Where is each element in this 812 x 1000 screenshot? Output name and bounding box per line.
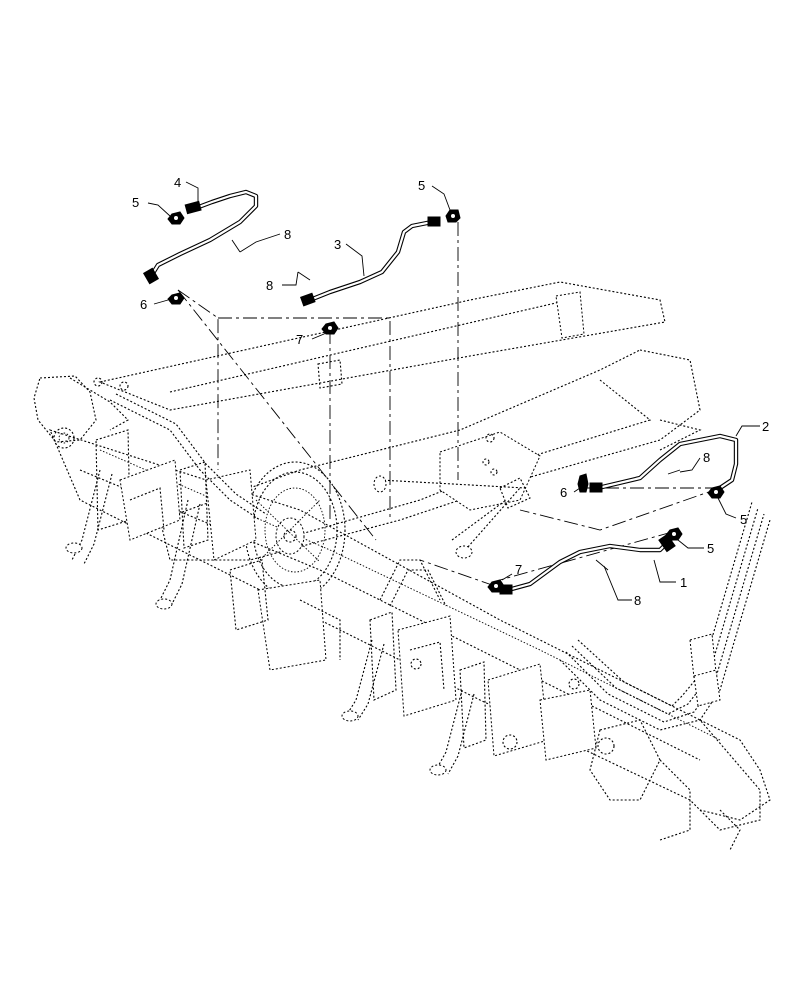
callout-5-right-upper: 5 xyxy=(740,512,747,527)
hose-4 xyxy=(142,189,259,285)
fitting-5-top-left xyxy=(167,211,185,225)
callout-8-right: 8 xyxy=(703,450,710,465)
clamp-marker-top-center xyxy=(297,271,311,281)
clamp-marker-top-left xyxy=(231,239,241,253)
frame-assembly xyxy=(33,281,771,851)
fitting-7-top xyxy=(321,321,339,335)
assembly-centerlines xyxy=(177,222,721,587)
callout-7-bottom: 7 xyxy=(515,562,522,577)
callout-4: 4 xyxy=(174,175,181,190)
fitting-7-bottom xyxy=(487,579,505,593)
fitting-6-right xyxy=(577,473,589,493)
callout-2: 2 xyxy=(762,419,769,434)
hose-2 xyxy=(589,433,739,493)
callout-5-top-left: 5 xyxy=(132,195,139,210)
callout-labels: 4 5 8 6 5 3 8 7 2 8 6 5 5 1 8 7 xyxy=(132,175,769,608)
fitting-5-right-lower xyxy=(665,527,683,541)
callout-8-top-center: 8 xyxy=(266,278,273,293)
callout-5-right-lower: 5 xyxy=(707,541,714,556)
callout-1: 1 xyxy=(680,575,687,590)
hose-3 xyxy=(300,216,441,307)
callout-7-top: 7 xyxy=(296,332,303,347)
hose-1 xyxy=(499,533,676,595)
clamp-marker-bottom xyxy=(595,559,609,571)
callout-6-left: 6 xyxy=(140,297,147,312)
callout-3: 3 xyxy=(334,237,341,252)
callout-8-top-left: 8 xyxy=(284,227,291,242)
fitting-5-top-center xyxy=(445,209,461,223)
callout-6-right: 6 xyxy=(560,485,567,500)
clamp-marker-right xyxy=(667,469,681,475)
leader-lines xyxy=(147,181,760,601)
callout-5-top-center: 5 xyxy=(418,178,425,193)
fitting-5-right-upper xyxy=(707,485,725,499)
callout-8-bottom: 8 xyxy=(634,593,641,608)
fitting-6-left xyxy=(167,292,185,305)
